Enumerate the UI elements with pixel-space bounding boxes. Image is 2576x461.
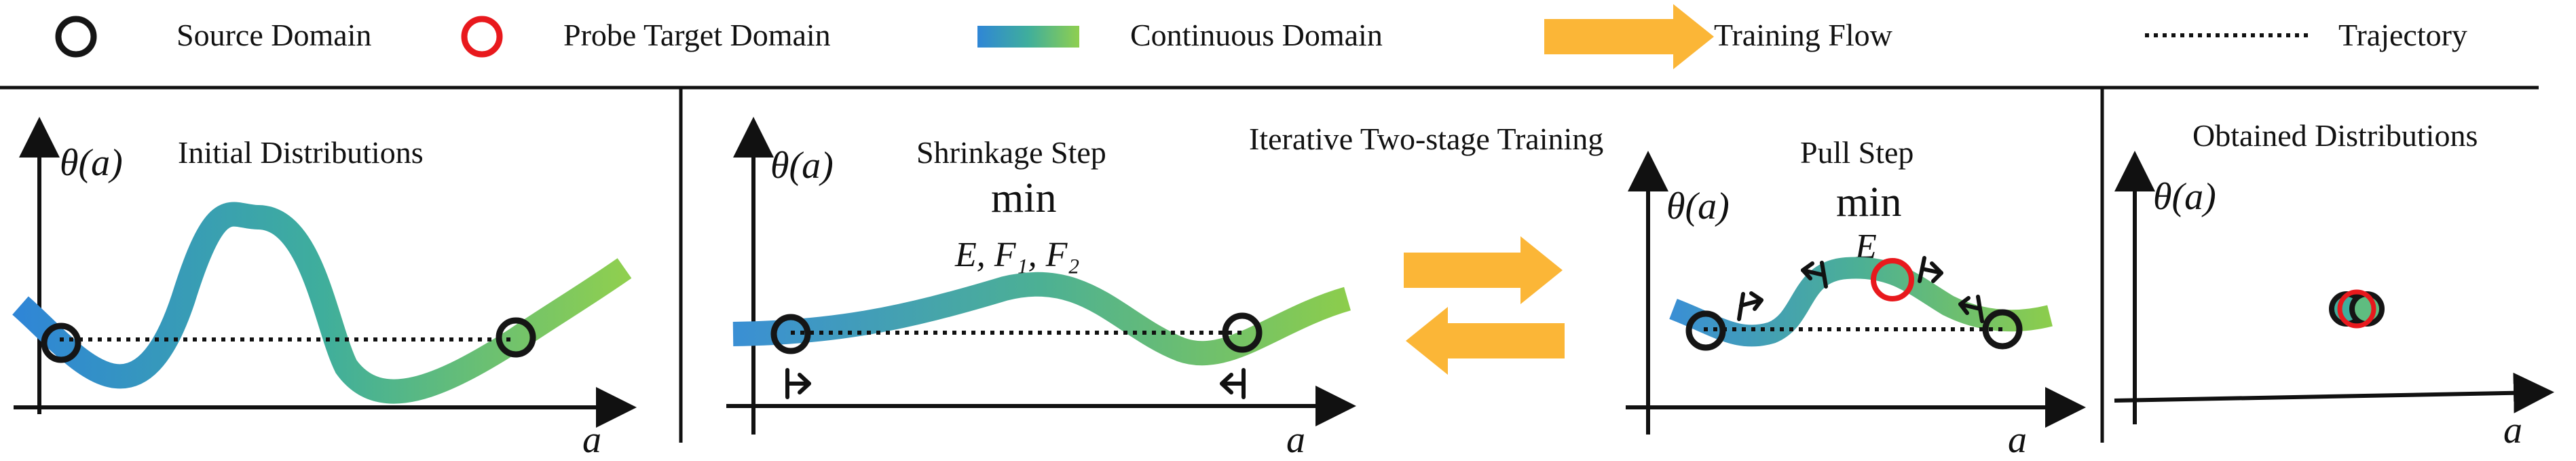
iteration-title: Iterative Two-stage Training: [1249, 122, 1603, 156]
x-axis-label: a: [1286, 419, 1305, 461]
legend-source-label: Source Domain: [176, 18, 371, 52]
probe-target-marker: [2337, 289, 2376, 329]
iteration-block: Iterative Two-stage Training: [1249, 122, 1603, 375]
panel-initial: θ(a) a Initial Distributions: [12, 117, 637, 461]
x-axis-label: a: [2008, 419, 2027, 461]
source-domain-legend-icon: [55, 16, 97, 58]
x-axis-label: a: [582, 419, 601, 461]
source-domain-marker: [770, 314, 811, 354]
y-axis-label: θ(a): [2153, 176, 2216, 218]
source-domain-marker: [496, 317, 536, 358]
y-axis-label: θ(a): [1666, 185, 1730, 227]
training-flow-right-arrow: [1404, 236, 1563, 304]
y-axis-label: θ(a): [770, 145, 834, 187]
pull-arrow-icon: [1958, 295, 1984, 323]
source-domain-marker: [1685, 310, 1726, 351]
objective-subscript: E, F₁, F₂: [954, 236, 1079, 274]
shrink-arrow-right-icon: [785, 368, 811, 399]
panel-shrinkage: θ(a) a Shrinkage Step min E, F₁, F₂: [726, 117, 1356, 461]
legend-continuous-label: Continuous Domain: [1130, 18, 1383, 52]
legend: Source Domain Probe Target Domain Contin…: [55, 4, 2467, 69]
panel-title: Obtained Distributions: [2192, 118, 2478, 153]
legend-trajectory-label: Trajectory: [2338, 18, 2467, 52]
source-domain-marker: [41, 322, 81, 363]
legend-flow-label: Training Flow: [1714, 18, 1893, 52]
pull-arrow-icon: [1918, 256, 1943, 283]
panel-pull: θ(a) a Pull Step min E: [1626, 135, 2086, 461]
continuous-domain-curve: [12, 202, 632, 404]
y-axis-label: θ(a): [60, 142, 123, 184]
objective-min: min: [991, 175, 1056, 221]
x-axis-label: a: [2503, 409, 2522, 451]
shrink-arrow-left-icon: [1220, 368, 1246, 399]
continuous-domain-curve: [1669, 257, 2053, 347]
legend-probe-label: Probe Target Domain: [563, 18, 831, 52]
source-domain-marker: [1982, 309, 2023, 350]
panel-title: Shrinkage Step: [916, 135, 1106, 170]
panel-title: Initial Distributions: [178, 135, 424, 170]
continuous-domain-legend-icon: [977, 26, 1079, 48]
pull-arrow-icon: [1801, 261, 1828, 289]
training-flow-left-arrow: [1406, 307, 1565, 375]
continuous-domain-curve: [732, 272, 1351, 366]
panel-obtained: θ(a) a Obtained Distributions: [2114, 118, 2554, 451]
training-flow-legend-icon: [1544, 4, 1714, 69]
source-domain-marker: [2349, 291, 2385, 327]
probe-target-legend-icon: [461, 16, 503, 58]
x-axis: [2114, 372, 2554, 413]
panel-title: Pull Step: [1800, 135, 1914, 170]
probe-target-marker: [1871, 258, 1914, 301]
objective-min: min: [1836, 179, 1901, 225]
source-domain-marker: [1222, 312, 1263, 353]
pull-arrow-icon: [1737, 291, 1763, 321]
